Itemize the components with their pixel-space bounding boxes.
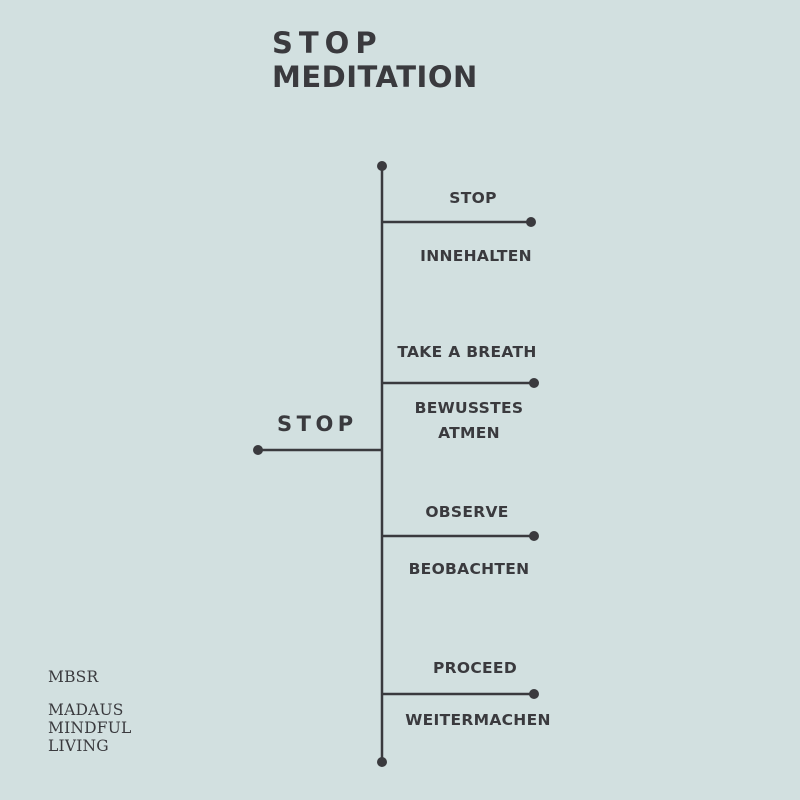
step-1-german: INNEHALTEN	[420, 247, 532, 265]
step-2-german: BEWUSSTES ATMEN	[414, 399, 524, 442]
step-3-english: OBSERVE	[425, 503, 509, 521]
top-endpoint-dot	[377, 161, 387, 171]
step-2-branch-dot	[529, 378, 539, 388]
step-4-branch-dot	[529, 689, 539, 699]
step-4-german: WEITERMACHEN	[405, 711, 551, 729]
brand-acronym: MBSR	[48, 668, 99, 686]
brand-name: MADAUS MINDFUL LIVING	[48, 701, 132, 755]
step-4-english: PROCEED	[433, 659, 517, 677]
step-1-branch-dot	[526, 217, 536, 227]
title-line-2: MEDITATION	[272, 60, 478, 94]
root-branch-dot	[253, 445, 263, 455]
step-3-branch-dot	[529, 531, 539, 541]
title-line-1: STOP	[272, 26, 383, 60]
step-1-english: STOP	[449, 189, 497, 207]
step-3-german: BEOBACHTEN	[408, 560, 530, 578]
bottom-endpoint-dot	[377, 757, 387, 767]
root-label: STOP	[277, 412, 358, 436]
step-2-english: TAKE A BREATH	[397, 343, 537, 361]
